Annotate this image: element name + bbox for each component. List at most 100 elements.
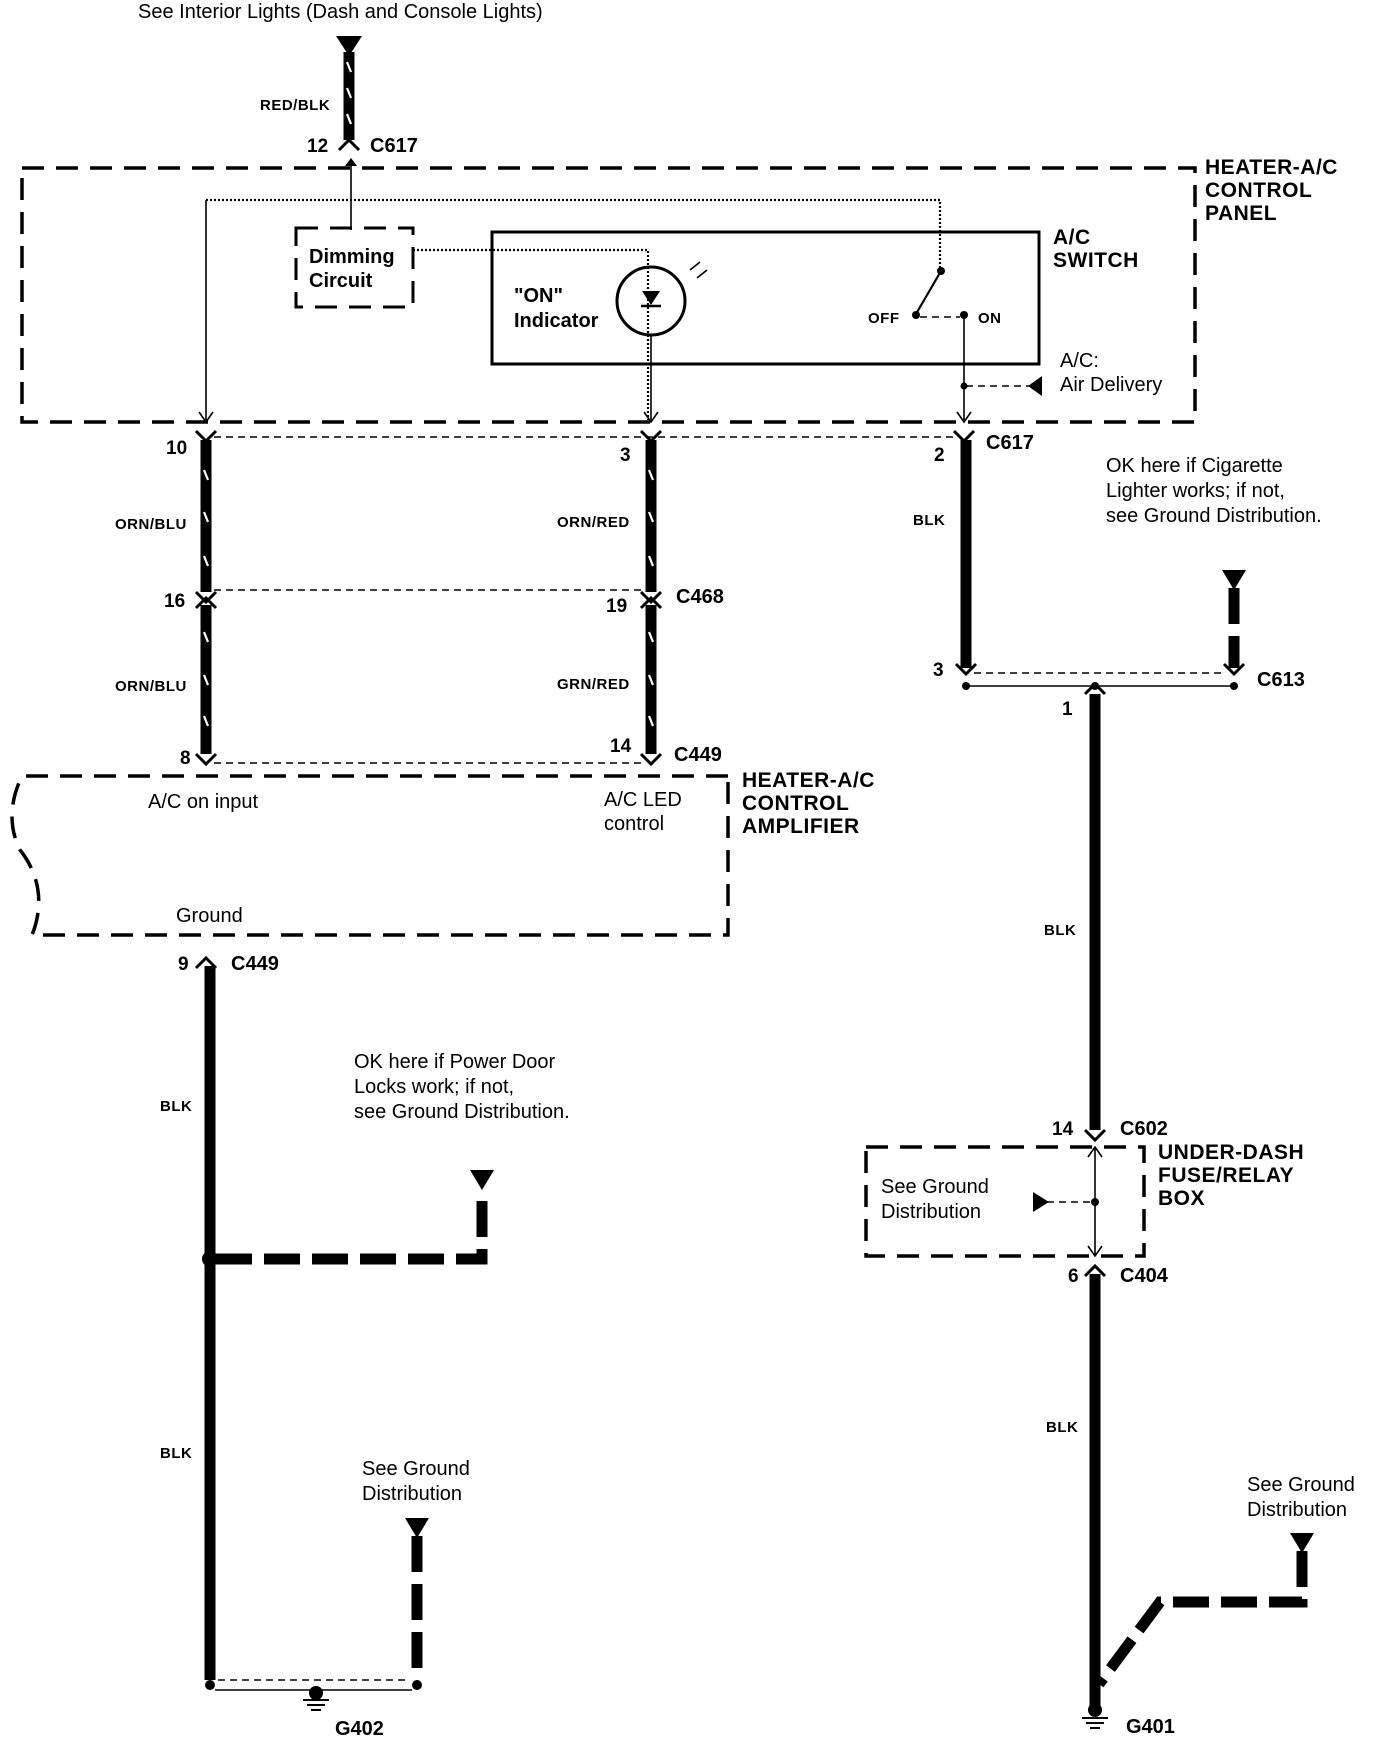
- connector-c449-top-symbols: [194, 752, 663, 767]
- ground-symbol-g402-icon: [303, 1686, 329, 1711]
- splice-power-door: [202, 1251, 218, 1267]
- see-ground-box-1: See Ground: [881, 1176, 989, 1198]
- pin-14-c449: 14: [610, 736, 632, 757]
- power-door-note-1: OK here if Power Door: [354, 1051, 556, 1073]
- switch-off-contact: [912, 311, 920, 319]
- fuse-box-title-3: BOX: [1158, 1187, 1205, 1210]
- top-reference-label: See Interior Lights (Dash and Console Li…: [138, 1, 543, 23]
- connector-c404: C404: [1120, 1265, 1169, 1287]
- light-rays-icon: [689, 261, 708, 279]
- see-ground-box-2: Distribution: [881, 1201, 981, 1223]
- connector-c449-bottom: C449: [231, 953, 279, 975]
- fuse-box-title-2: FUSE/RELAY: [1158, 1164, 1294, 1187]
- arrow-pin2-icon: [956, 411, 972, 424]
- amplifier-title-2: CONTROL: [742, 792, 849, 815]
- pin-2: 2: [934, 445, 945, 466]
- see-ground-right-1: See Ground: [1247, 1474, 1355, 1496]
- dimming-circuit-label-2: Circuit: [309, 270, 373, 292]
- pin-8: 8: [180, 748, 191, 769]
- pin-3-c617: 3: [620, 445, 631, 466]
- wire-color-blk-c617: BLK: [913, 512, 945, 529]
- connector-c449-top: C449: [674, 744, 722, 766]
- power-door-note-2: Locks work; if not,: [354, 1076, 514, 1098]
- air-delivery-label-2: Air Delivery: [1060, 374, 1162, 396]
- air-delivery-arrow-icon: [1028, 376, 1042, 396]
- on-indicator-label-1: "ON": [514, 285, 563, 307]
- switch-blade: [915, 270, 942, 315]
- pin-9: 9: [178, 954, 189, 975]
- dimming-circuit-box: [294, 226, 415, 309]
- wire-color-orn-blu-upper: ORN/BLU: [115, 516, 187, 533]
- connector-c602-symbol: [1083, 1128, 1107, 1143]
- cig-lighter-note-3: see Ground Distribution.: [1106, 505, 1322, 527]
- pin-14-c602: 14: [1052, 1119, 1074, 1140]
- connector-c617-bottom: C617: [986, 432, 1034, 454]
- switch-off-label: OFF: [868, 310, 900, 327]
- c613-splice-a: [962, 682, 970, 690]
- air-delivery-label-1: A/C:: [1060, 350, 1099, 372]
- wire-color-blk-c449-lower: BLK: [160, 1445, 192, 1462]
- pin-10: 10: [166, 438, 187, 459]
- fuse-box-junction: [1091, 1198, 1099, 1206]
- led-diode-icon: [642, 291, 660, 305]
- cig-lighter-note-2: Lighter works; if not,: [1106, 480, 1285, 502]
- connector-c617-bottom-symbols: [194, 429, 976, 444]
- control-panel-title-3: PANEL: [1205, 202, 1277, 225]
- ground-symbol-g401-icon: [1082, 1703, 1108, 1729]
- g402-splice-a: [205, 1680, 215, 1690]
- see-ground-left-2: Distribution: [362, 1483, 462, 1505]
- switch-on-label: ON: [978, 310, 1002, 327]
- wire-color-orn-red-upper: ORN/RED: [557, 514, 630, 531]
- connector-c404-symbol: [1083, 1263, 1107, 1278]
- wire-color-red-blk: RED/BLK: [260, 97, 330, 114]
- connector-c468: C468: [676, 586, 724, 608]
- dimming-circuit-label-1: Dimming: [309, 246, 395, 268]
- illumination-bus: [206, 198, 942, 268]
- fuse-box-title-1: UNDER-DASH: [1158, 1141, 1304, 1164]
- amplifier-title-3: AMPLIFIER: [742, 815, 860, 838]
- ground-left-arrow-icon: [405, 1518, 429, 1538]
- control-panel-boundary: [20, 166, 1197, 424]
- connector-c617-top: C617: [370, 135, 418, 157]
- air-delivery-junction: [960, 382, 968, 390]
- wire-color-orn-blu-lower: ORN/BLU: [115, 678, 187, 695]
- c613-splice-c: [1230, 682, 1238, 690]
- amplifier-title-1: HEATER-A/C: [742, 769, 875, 792]
- on-indicator-label-2: Indicator: [514, 310, 599, 332]
- wire-power-door-ground: [216, 1190, 488, 1265]
- pin-1: 1: [1062, 699, 1073, 720]
- ground-g401: G401: [1126, 1716, 1175, 1738]
- power-door-arrow-icon: [470, 1170, 494, 1190]
- wire-color-blk-c449-upper: BLK: [160, 1098, 192, 1115]
- power-door-note-3: see Ground Distribution.: [354, 1101, 570, 1123]
- connector-c468-symbols: [194, 590, 663, 610]
- pin-12: 12: [307, 136, 328, 157]
- cig-lighter-arrow-icon: [1222, 570, 1246, 590]
- g402-splice-b: [412, 1680, 422, 1690]
- pin-16: 16: [164, 591, 185, 612]
- connector-c613: C613: [1257, 669, 1305, 691]
- pin-19: 19: [606, 596, 627, 617]
- control-panel-title-1: HEATER-A/C: [1205, 156, 1338, 179]
- see-ground-left-1: See Ground: [362, 1458, 470, 1480]
- amplifier-boundary: [10, 774, 730, 937]
- ground-right-arrow-icon: [1290, 1533, 1314, 1553]
- connector-c602: C602: [1120, 1118, 1168, 1140]
- ac-switch-box: [490, 230, 1041, 366]
- control-panel-title-2: CONTROL: [1205, 179, 1312, 202]
- wire-hatch: [345, 61, 353, 125]
- wire-ground-right: [1094, 1551, 1308, 1688]
- wire-color-blk-c404: BLK: [1046, 1419, 1078, 1436]
- fuse-box-arrow-down-icon: [1087, 1245, 1103, 1258]
- ac-switch-title-1: A/C: [1053, 226, 1091, 249]
- wire-color-grn-red-lower: GRN/RED: [557, 676, 630, 693]
- pin-6: 6: [1068, 1266, 1079, 1287]
- amp-led-control-label-1: A/C LED: [604, 789, 682, 811]
- top-arrow-icon: [336, 36, 362, 56]
- dimming-output-line: [413, 248, 650, 420]
- wire-hatch: [202, 469, 655, 567]
- wire-hatch: [202, 631, 655, 727]
- c613-splice-b: [1091, 682, 1099, 690]
- fuse-box-ground-arrow-icon: [1033, 1192, 1049, 1212]
